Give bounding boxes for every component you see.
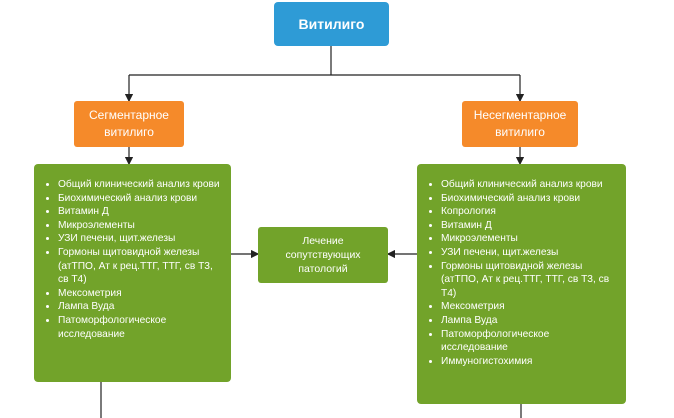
list-item: Биохимический анализ крови [58,192,223,206]
list-item: Общий клинический анализ крови [441,178,618,192]
list-item: Общий клинический анализ крови [58,178,223,192]
list-item: Витамин Д [58,205,223,219]
list-item: УЗИ печени, щит.железы [58,232,223,246]
list-item: Микроэлементы [441,232,618,246]
center-label: Лечение сопутствующих патологий [285,235,361,275]
list-item: Мексометрия [58,287,223,301]
segmental-tests-list: Общий клинический анализ крови Биохимиче… [34,164,231,382]
list-item: Иммуногистохимия [441,355,618,369]
list-item: Копрология [441,205,618,219]
list-item: Биохимический анализ крови [441,192,618,206]
category-nonsegmental-label: Несегментарное витилиго [473,108,567,139]
category-segmental-label: Сегментарное витилиго [89,108,169,139]
list-item: Гормоны щитовидной железы (атТПО, Ат к р… [441,260,618,301]
nonsegmental-tests-list: Общий клинический анализ крови Биохимиче… [417,164,626,404]
list-item: УЗИ печени, щит.железы [441,246,618,260]
list-item: Гормоны щитовидной железы (атТПО, Ат к р… [58,246,223,287]
center-node-comorbidity-treatment: Лечение сопутствующих патологий [258,227,388,283]
category-segmental: Сегментарное витилиго [74,101,184,147]
list-item: Лампа Вуда [58,300,223,314]
list-item: Микроэлементы [58,219,223,233]
list-item: Патоморфологическое исследование [441,328,618,355]
list-item: Патоморфологическое исследование [58,314,223,341]
category-nonsegmental: Несегментарное витилиго [462,101,578,147]
root-label: Витилиго [298,16,365,32]
list-item: Витамин Д [441,219,618,233]
list-item: Лампа Вуда [441,314,618,328]
root-node-vitiligo: Витилиго [274,2,389,46]
list-item: Мексометрия [441,300,618,314]
